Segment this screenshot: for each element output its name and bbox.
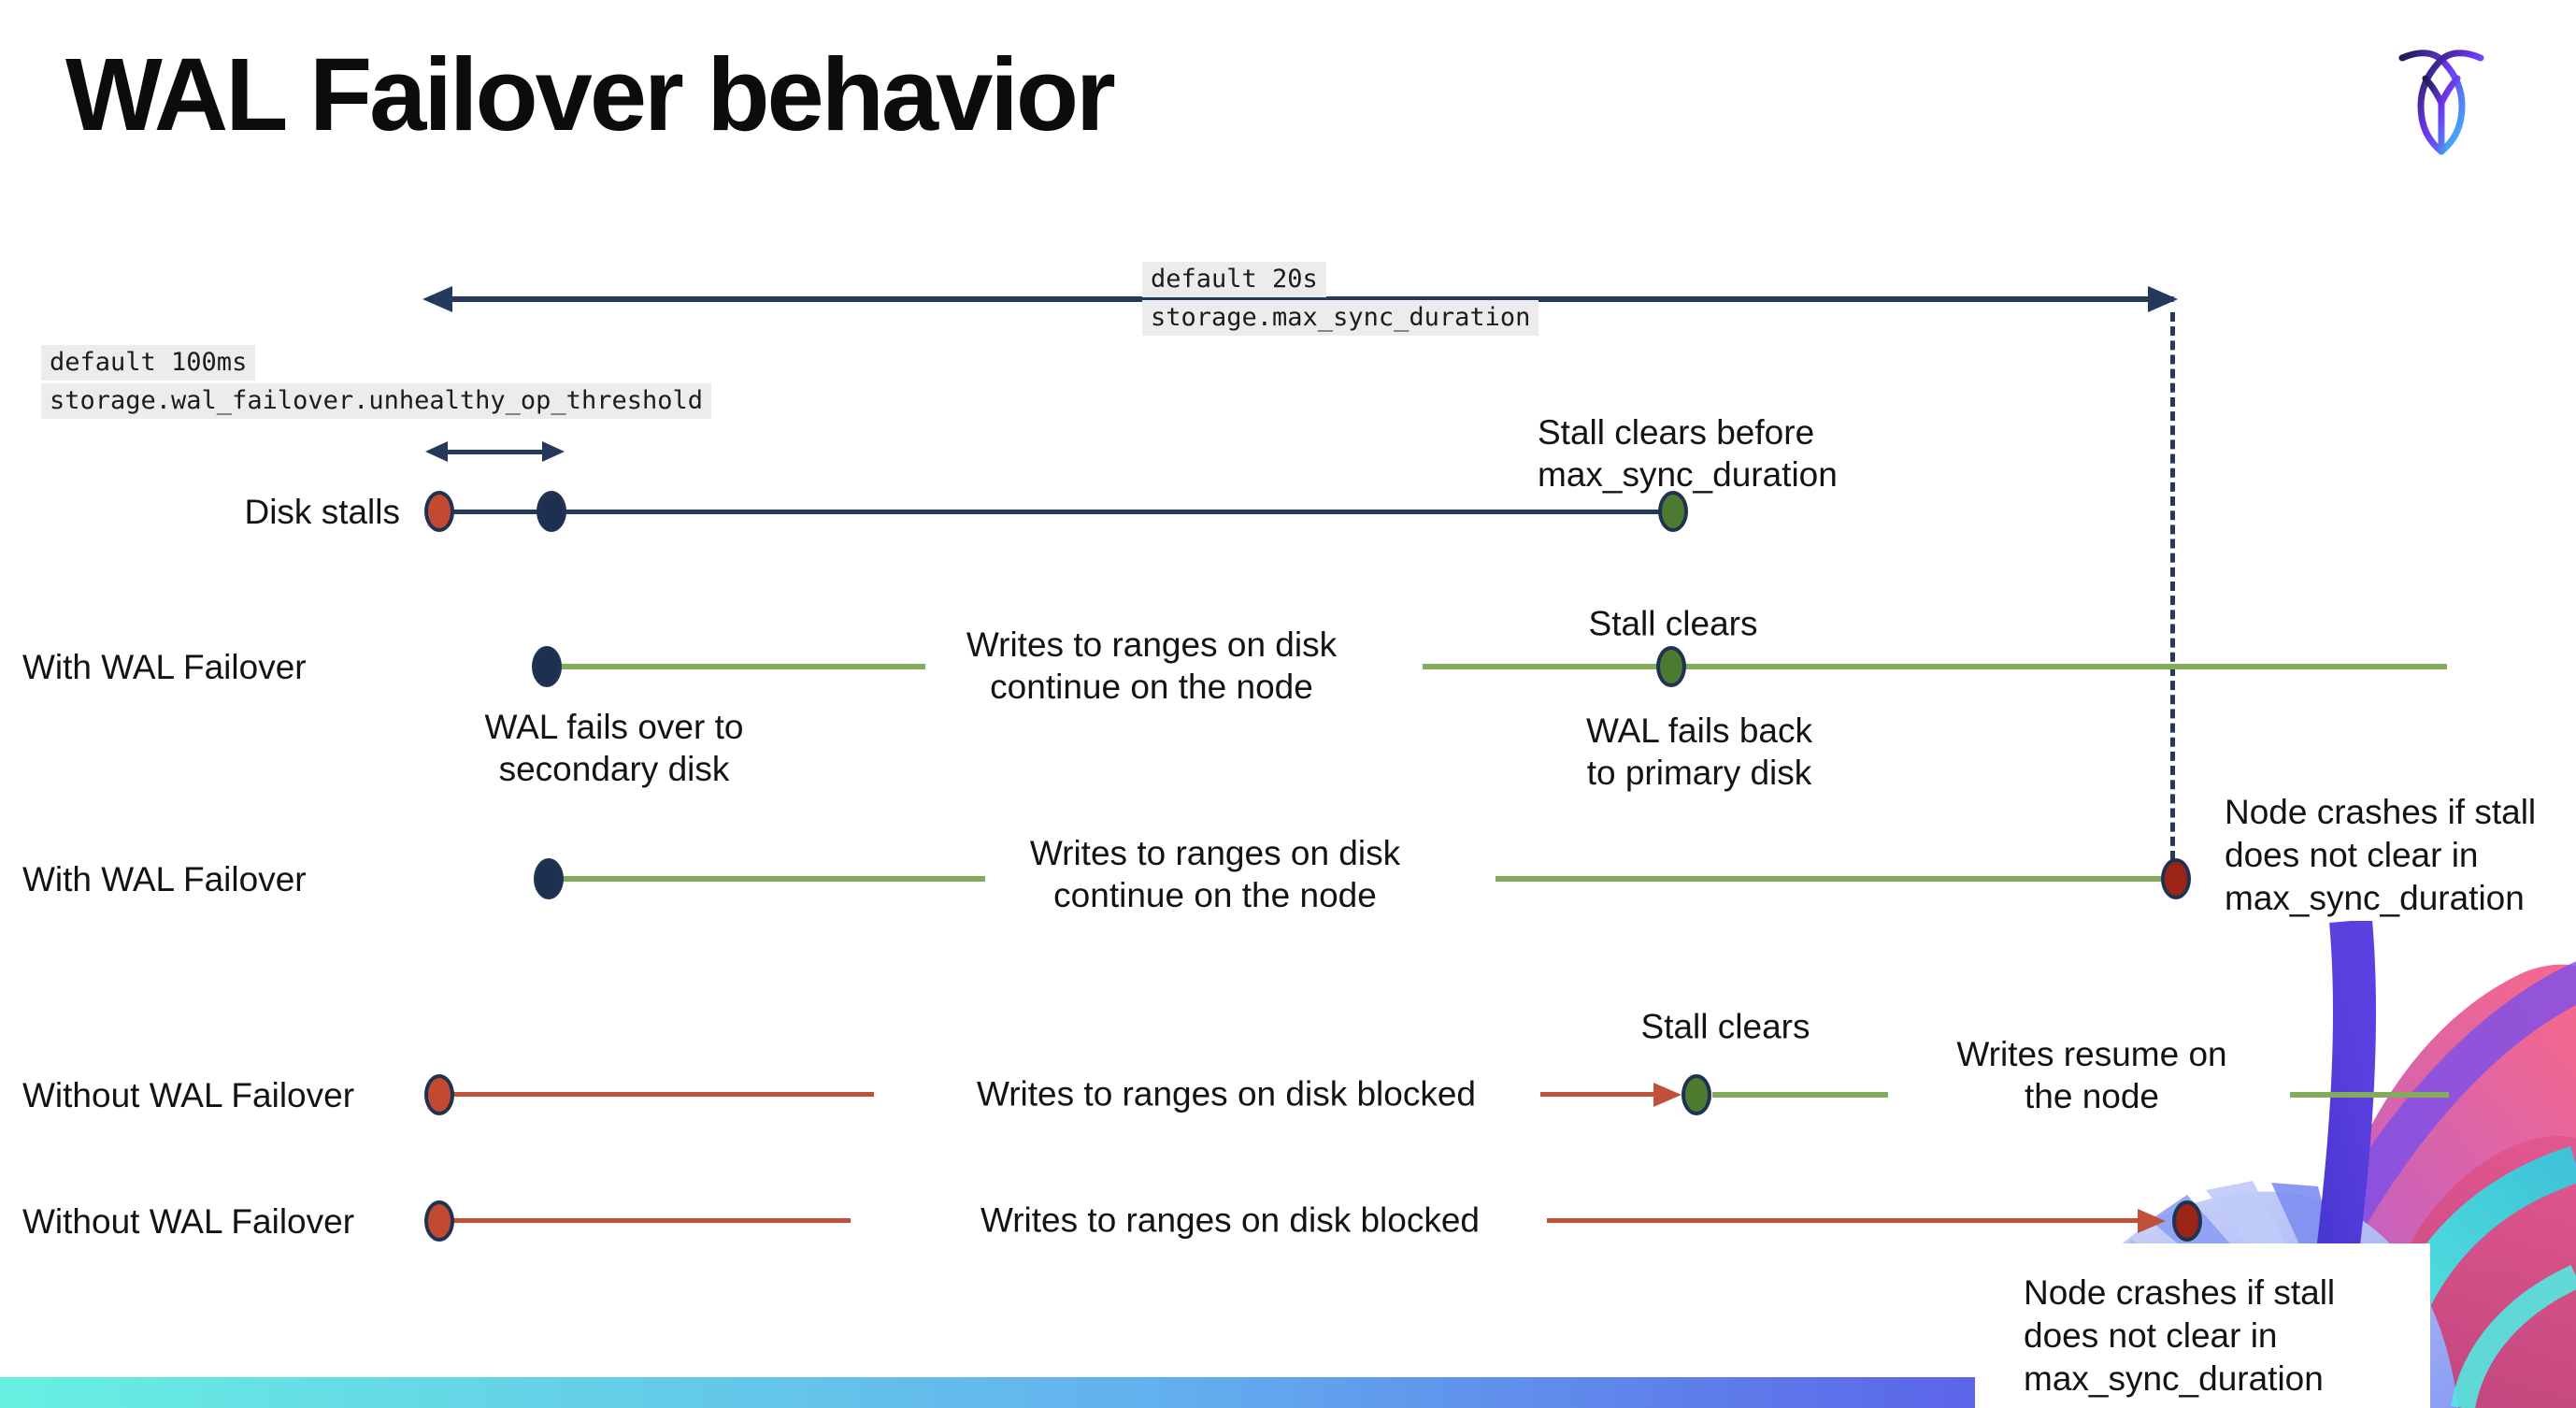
default-value-chip: default 20s: [1142, 262, 1326, 297]
note-writes-blocked: Writes to ranges on disk blocked: [980, 1200, 1481, 1240]
node-crash-dot: [2161, 858, 2191, 899]
note-writes-continue: Writes to ranges on disk continue on the…: [966, 625, 1338, 706]
note-stall-clears-before: Stall clears before max_sync_duration: [1538, 413, 1838, 494]
stall-clear-dot: [1682, 1074, 1711, 1115]
crash-callout-box: Node crashes if stall does not clear in …: [1975, 1243, 2430, 1408]
timeline-row5-red1: [452, 1218, 851, 1223]
disk-stall-start-dot: [424, 1074, 454, 1115]
timeline-row3-seg1: [557, 876, 985, 882]
row-label-without-wal-failover-2: Without WAL Failover: [22, 1202, 355, 1241]
note-writes-blocked: Writes to ranges on disk blocked: [976, 1074, 1477, 1113]
timeline-row4-red2: [1540, 1092, 1654, 1097]
row-label-disk-stalls: Disk stalls: [244, 493, 400, 531]
cockroachdb-logo-icon: [2398, 50, 2484, 155]
note-node-crashes: Node crashes if stall does not clear in …: [2225, 793, 2537, 917]
arrow-right-icon: [2138, 1209, 2166, 1233]
timeline-row5-red2: [1547, 1218, 2139, 1223]
dashed-connector: [2170, 312, 2175, 860]
unhealthy-op-threshold-annotation: default 100ms storage.wal_failover.unhea…: [41, 345, 711, 422]
setting-name-chip: storage.max_sync_duration: [1142, 300, 1539, 336]
unhealthy-op-threshold-arrow: [432, 450, 559, 454]
row-label-without-wal-failover-1: Without WAL Failover: [22, 1076, 355, 1114]
arrow-left-icon: [422, 286, 452, 312]
note-stall-clears: Stall clears: [1588, 604, 1758, 643]
note-node-crashes: Node crashes if stall does not clear in …: [2024, 1273, 2336, 1398]
stall-clear-dot: [1656, 646, 1686, 687]
failover-dot: [532, 646, 562, 687]
note-wal-fails-back: WAL fails back to primary disk: [1586, 711, 1812, 792]
page-title: WAL Failover behavior: [65, 37, 1116, 152]
setting-name-chip: storage.wal_failover.unhealthy_op_thresh…: [41, 383, 711, 419]
arrow-left-icon: [425, 441, 448, 462]
max-sync-duration-arrow: [428, 296, 2174, 302]
disk-stall-start-dot: [424, 491, 454, 532]
default-value-chip: default 100ms: [41, 345, 256, 381]
row-label-with-wal-failover-1: With WAL Failover: [22, 648, 307, 686]
timeline-row2-seg2: [1423, 664, 2447, 669]
arrow-right-icon: [1653, 1083, 1682, 1107]
note-stall-clears: Stall clears: [1640, 1007, 1810, 1046]
timeline-row3-seg2: [1496, 876, 2167, 882]
row-label-with-wal-failover-2: With WAL Failover: [22, 860, 307, 898]
note-writes-resume: Writes resume on the node: [1956, 1035, 2227, 1115]
arrow-right-icon: [2148, 286, 2178, 312]
timeline-row4-green1: [1712, 1092, 1888, 1098]
node-crash-dot: [2172, 1200, 2202, 1242]
disk-stall-start-dot: [424, 1200, 454, 1242]
max-sync-duration-annotation: default 20s storage.max_sync_duration: [1142, 262, 1539, 338]
timeline-row4-red1: [452, 1092, 874, 1097]
timeline-row1: [439, 510, 1673, 514]
timeline-row2-seg1: [555, 664, 925, 669]
note-wal-fails-over: WAL fails over to secondary disk: [484, 708, 744, 788]
stall-clear-dot: [1658, 491, 1688, 532]
timeline-row4-green2: [2290, 1092, 2449, 1098]
failover-threshold-dot: [537, 491, 566, 532]
note-writes-continue: Writes to ranges on disk continue on the…: [1029, 834, 1401, 914]
failover-dot: [534, 858, 564, 899]
arrow-right-icon: [542, 441, 565, 462]
